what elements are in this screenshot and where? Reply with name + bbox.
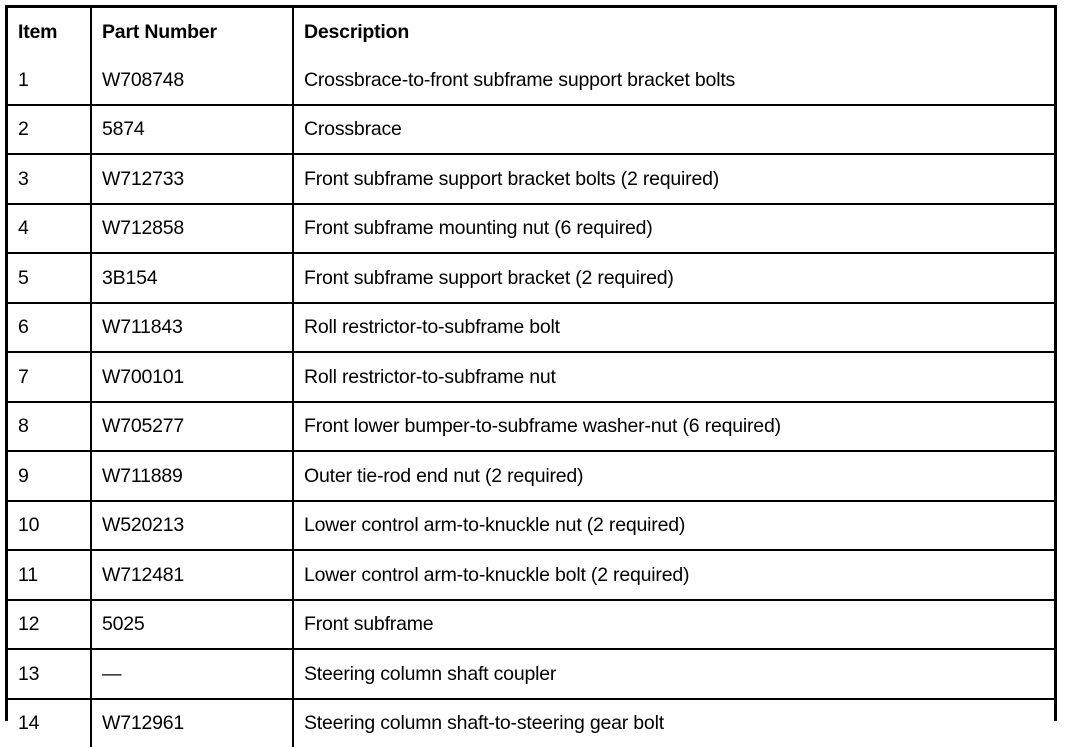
cell-item: 6: [8, 303, 91, 353]
parts-table-container: Item Part Number Description 1 W708748 C…: [5, 5, 1057, 721]
cell-item: 1: [8, 56, 91, 105]
cell-description: Front subframe mounting nut (6 required): [293, 204, 1054, 254]
cell-description: Crossbrace-to-front subframe support bra…: [293, 56, 1054, 105]
cell-part-number: W708748: [91, 56, 293, 105]
cell-item: 13: [8, 649, 91, 699]
cell-part-number: W712481: [91, 550, 293, 600]
table-header-row: Item Part Number Description: [8, 8, 1054, 56]
cell-part-number: —: [91, 649, 293, 699]
cell-description: Lower control arm-to-knuckle nut (2 requ…: [293, 501, 1054, 551]
column-header-part-number: Part Number: [91, 8, 293, 56]
cell-description: Steering column shaft coupler: [293, 649, 1054, 699]
cell-description: Crossbrace: [293, 105, 1054, 155]
table-row: 7 W700101 Roll restrictor-to-subframe nu…: [8, 352, 1054, 402]
cell-item: 5: [8, 253, 91, 303]
cell-description: Front subframe support bracket (2 requir…: [293, 253, 1054, 303]
table-row: 5 3B154 Front subframe support bracket (…: [8, 253, 1054, 303]
table-row: 14 W712961 Steering column shaft-to-stee…: [8, 699, 1054, 747]
cell-description: Steering column shaft-to-steering gear b…: [293, 699, 1054, 747]
table-row: 11 W712481 Lower control arm-to-knuckle …: [8, 550, 1054, 600]
table-row: 2 5874 Crossbrace: [8, 105, 1054, 155]
cell-part-number: W711843: [91, 303, 293, 353]
cell-part-number: 5025: [91, 600, 293, 650]
column-header-description: Description: [293, 8, 1054, 56]
cell-item: 14: [8, 699, 91, 747]
cell-description: Roll restrictor-to-subframe nut: [293, 352, 1054, 402]
table-row: 6 W711843 Roll restrictor-to-subframe bo…: [8, 303, 1054, 353]
cell-part-number: W712961: [91, 699, 293, 747]
table-row: 13 — Steering column shaft coupler: [8, 649, 1054, 699]
cell-item: 7: [8, 352, 91, 402]
table-body: 1 W708748 Crossbrace-to-front subframe s…: [8, 56, 1054, 747]
table-row: 4 W712858 Front subframe mounting nut (6…: [8, 204, 1054, 254]
table-row: 10 W520213 Lower control arm-to-knuckle …: [8, 501, 1054, 551]
column-header-item: Item: [8, 8, 91, 56]
cell-part-number: W712733: [91, 154, 293, 204]
cell-part-number: W711889: [91, 451, 293, 501]
table-row: 12 5025 Front subframe: [8, 600, 1054, 650]
cell-part-number: W520213: [91, 501, 293, 551]
cell-description: Front subframe support bracket bolts (2 …: [293, 154, 1054, 204]
cell-part-number: W700101: [91, 352, 293, 402]
cell-part-number: 3B154: [91, 253, 293, 303]
cell-description: Front subframe: [293, 600, 1054, 650]
parts-table: Item Part Number Description 1 W708748 C…: [8, 8, 1054, 747]
table-row: 9 W711889 Outer tie-rod end nut (2 requi…: [8, 451, 1054, 501]
cell-part-number: W712858: [91, 204, 293, 254]
cell-description: Front lower bumper-to-subframe washer-nu…: [293, 402, 1054, 452]
table-row: 3 W712733 Front subframe support bracket…: [8, 154, 1054, 204]
cell-item: 11: [8, 550, 91, 600]
table-row: 1 W708748 Crossbrace-to-front subframe s…: [8, 56, 1054, 105]
cell-item: 12: [8, 600, 91, 650]
cell-item: 8: [8, 402, 91, 452]
cell-item: 4: [8, 204, 91, 254]
cell-item: 3: [8, 154, 91, 204]
cell-description: Outer tie-rod end nut (2 required): [293, 451, 1054, 501]
cell-description: Roll restrictor-to-subframe bolt: [293, 303, 1054, 353]
cell-part-number: W705277: [91, 402, 293, 452]
cell-part-number: 5874: [91, 105, 293, 155]
cell-description: Lower control arm-to-knuckle bolt (2 req…: [293, 550, 1054, 600]
cell-item: 9: [8, 451, 91, 501]
table-header: Item Part Number Description: [8, 8, 1054, 56]
table-row: 8 W705277 Front lower bumper-to-subframe…: [8, 402, 1054, 452]
cell-item: 2: [8, 105, 91, 155]
cell-item: 10: [8, 501, 91, 551]
